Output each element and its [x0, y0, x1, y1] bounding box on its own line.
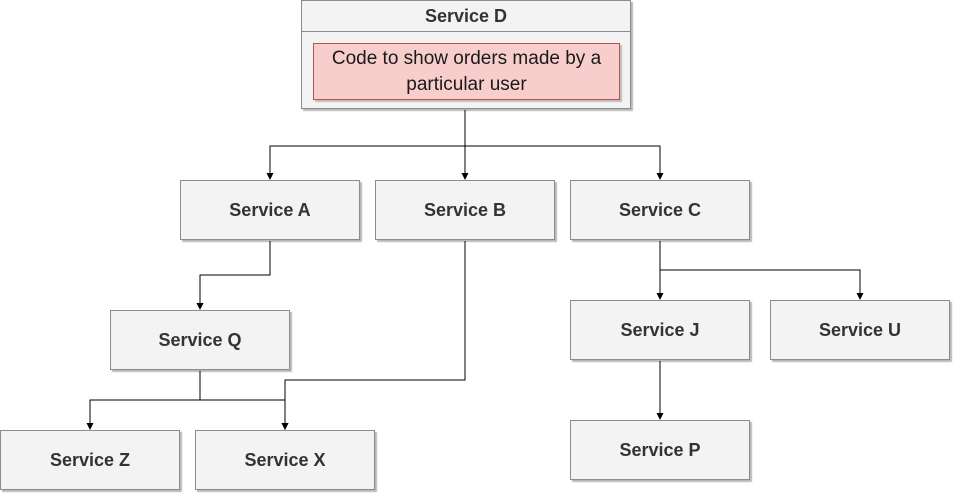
edge-q-to-x — [200, 399, 289, 430]
edge-c-to-u — [660, 269, 864, 300]
edge-q-to-z — [86, 371, 201, 430]
edge-d-to-c — [465, 145, 664, 180]
node-service-z[interactable]: Service Z — [0, 430, 180, 490]
node-service-a[interactable]: Service A — [180, 180, 360, 240]
node-service-b[interactable]: Service B — [375, 180, 555, 240]
node-service-p[interactable]: Service P — [570, 420, 750, 480]
node-service-j[interactable]: Service J — [570, 300, 750, 360]
node-service-u[interactable]: Service U — [770, 300, 950, 360]
edge-d-to-a — [266, 145, 465, 180]
service-d-container[interactable]: Service D Code to show orders made by a … — [301, 0, 631, 109]
edge-b-to-x — [281, 241, 466, 430]
node-service-q[interactable]: Service Q — [110, 310, 290, 370]
node-service-c[interactable]: Service C — [570, 180, 750, 240]
service-d-title: Service D — [302, 1, 630, 32]
service-d-note: Code to show orders made by a particular… — [313, 43, 620, 100]
node-service-x[interactable]: Service X — [195, 430, 375, 490]
edge-a-to-q — [196, 241, 271, 310]
